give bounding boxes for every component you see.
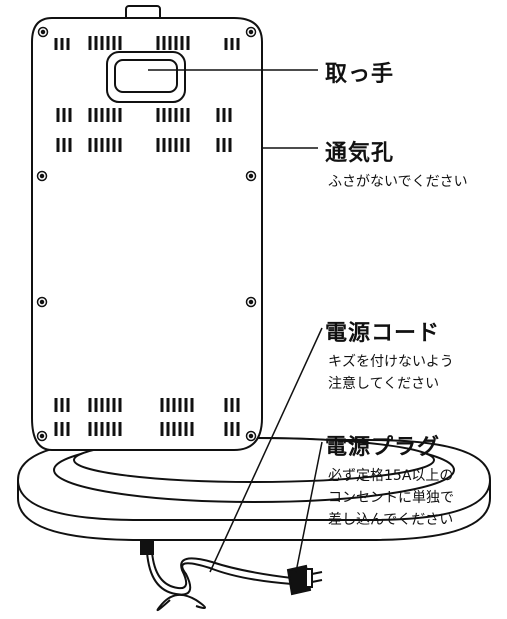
leader-lines bbox=[148, 69, 323, 573]
vent-title: 通気孔 bbox=[325, 141, 395, 166]
vent-note-line: ふさがないでください bbox=[328, 174, 468, 190]
plug-title: 電源プラグ bbox=[325, 435, 441, 460]
handle-title: 取っ手 bbox=[325, 62, 395, 87]
leader-cord bbox=[209, 327, 323, 573]
cord-title: 電源コード bbox=[325, 321, 441, 346]
leader-plug bbox=[295, 441, 323, 573]
cord-note-line-2: 注意してください bbox=[328, 376, 440, 392]
cord-note-line-1: キズを付けないよう bbox=[328, 354, 454, 370]
power-cord bbox=[140, 541, 293, 611]
vent-slots bbox=[54, 36, 240, 436]
plug-note-line-2: コンセントに単独で bbox=[328, 490, 454, 506]
base-stand-top-ring bbox=[17, 479, 491, 521]
plug-note-line-3: 差し込んでください bbox=[328, 512, 454, 528]
power-plug bbox=[286, 564, 323, 596]
handle-inner bbox=[114, 59, 178, 93]
heater-body bbox=[31, 17, 263, 451]
screws bbox=[36, 26, 257, 442]
plug-note-line-1: 必ず定格15A以上の bbox=[328, 468, 454, 484]
